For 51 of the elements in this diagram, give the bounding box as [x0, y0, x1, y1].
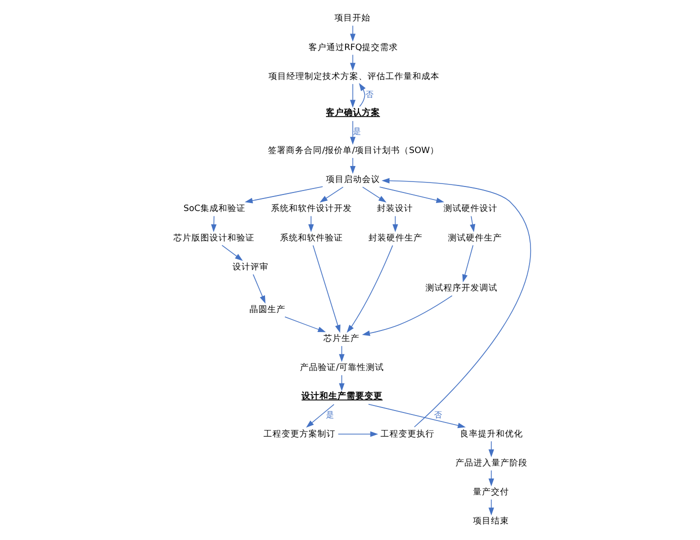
node-text: 产品进入量产阶段: [454, 458, 527, 468]
node-text: 测试硬件生产: [448, 233, 502, 244]
node-text: 项目经理制定技术方案、评估工作量和成本: [268, 72, 440, 82]
node-text: 工程变更执行: [380, 429, 434, 440]
arrow: [362, 295, 452, 336]
edge-label: 否: [364, 90, 373, 100]
node-text: 晶圆生产: [249, 304, 286, 315]
node-text: 系统和软件验证: [279, 233, 342, 244]
arrow: [462, 244, 473, 282]
node-text: 量产交付: [472, 488, 509, 498]
edge-label: 否: [433, 410, 442, 420]
node-text: 封装设计: [376, 204, 413, 214]
node-text: 工程变更方案制订: [262, 429, 335, 440]
node-text: 系统和软件设计开发: [270, 204, 352, 214]
node-text: 芯片版图设计和验证: [172, 233, 254, 244]
node-text: 设计和生产需要变更: [301, 392, 382, 402]
node-text: 产品验证/可靠性测试: [300, 363, 384, 374]
arrow: [358, 83, 366, 107]
node-text: 良率提升和优化: [460, 429, 523, 440]
arrow: [319, 186, 343, 203]
edge-label: 是: [326, 410, 334, 420]
arrow: [350, 120, 356, 145]
node-text: 测试程序开发调试: [425, 284, 498, 294]
arrow: [210, 216, 216, 232]
arrow: [284, 316, 326, 332]
arrow: [252, 274, 265, 304]
node-text: 客户确认方案: [326, 108, 380, 118]
arrow: [469, 216, 475, 232]
node-text: 项目开始: [334, 14, 370, 24]
node-text: 设计评审: [232, 262, 268, 272]
arrow: [306, 404, 334, 428]
arrow: [362, 186, 386, 202]
node-text: 封装硬件生产: [368, 233, 422, 244]
arrow: [221, 244, 242, 261]
arrow: [308, 216, 314, 232]
edge-label: 是: [352, 127, 360, 136]
arrow: [244, 186, 323, 204]
arrow: [337, 431, 378, 437]
arrow: [368, 404, 466, 428]
node-text: SoC集成和验证: [183, 204, 245, 214]
node-text: 项目结束: [472, 516, 509, 527]
arrow: [381, 178, 530, 428]
node-text: 客户通过RFQ提交需求: [308, 42, 398, 53]
arrow: [378, 186, 444, 204]
node-text: 项目启动会议: [326, 175, 380, 186]
arrow: [346, 245, 393, 333]
node-text: 测试硬件设计: [442, 204, 497, 214]
node-text: 芯片生产: [323, 334, 360, 344]
arrow: [312, 245, 340, 333]
arrow: [350, 84, 356, 108]
node-text: 签署商务合同/报价单/项目计划书（SOW）: [268, 146, 438, 156]
